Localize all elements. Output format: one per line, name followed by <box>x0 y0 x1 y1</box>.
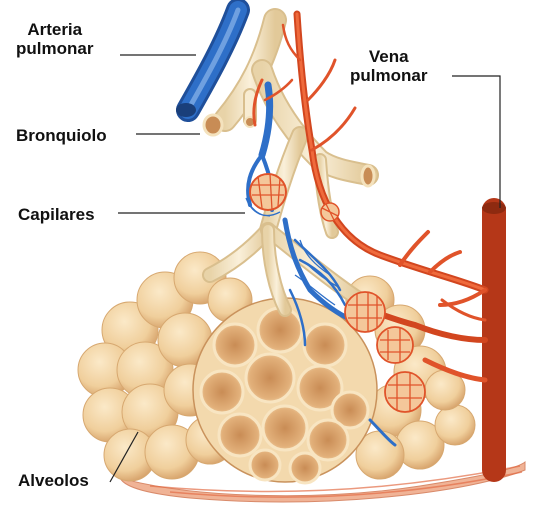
label-arteria-line-2: pulmonar <box>16 39 93 58</box>
label-capilares: Capilares <box>18 205 95 224</box>
label-vena-pulmonar: Vena pulmonar <box>350 47 427 85</box>
vein-opening <box>482 202 506 214</box>
bronchiole-opening <box>204 115 222 135</box>
label-alveolos: Alveolos <box>18 471 89 490</box>
label-bronquiolo: Bronquiolo <box>16 126 107 145</box>
label-vena-line-2: pulmonar <box>350 66 427 85</box>
artery-opening <box>176 103 196 117</box>
label-arteria-pulmonar: Arteria pulmonar <box>16 20 93 58</box>
label-vena-line-1: Vena <box>350 47 427 66</box>
label-arteria-line-1: Arteria <box>16 20 93 39</box>
bronchiole-tree <box>210 20 368 310</box>
bronchiole-opening-right <box>362 166 374 186</box>
